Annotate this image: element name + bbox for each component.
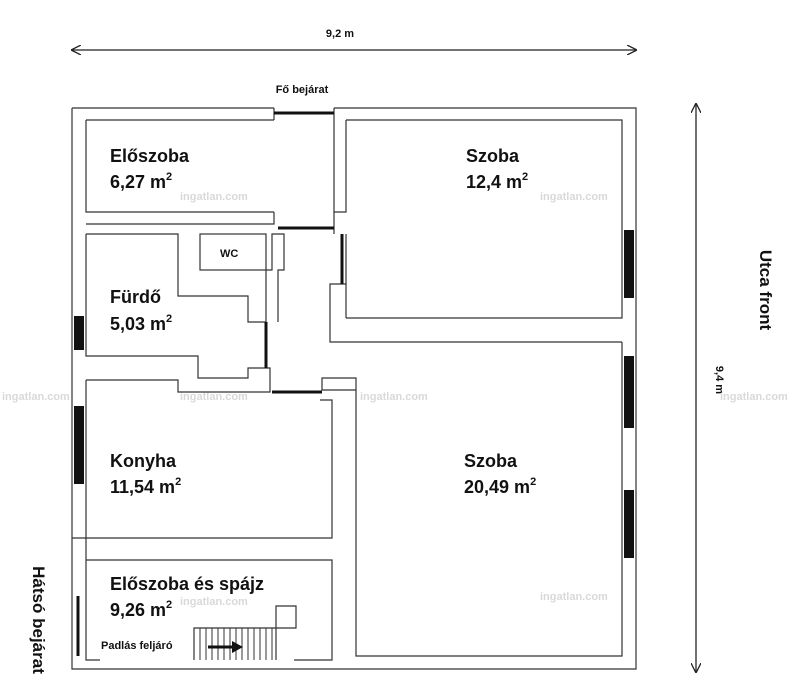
room-name: Fürdő [110, 287, 161, 307]
watermark: ingatlan.com [180, 191, 248, 203]
main-entrance-label: Fő bejárat [276, 84, 329, 96]
room-area: 12,4 m2 [466, 171, 528, 192]
window [624, 356, 634, 428]
watermark: ingatlan.com [720, 391, 788, 403]
window [74, 406, 84, 484]
room-name: WC [220, 248, 238, 260]
watermarks: ingatlan.com ingatlan.com ingatlan.com i… [2, 191, 788, 608]
room-name: Előszoba [110, 146, 190, 166]
room-name: Szoba [466, 146, 520, 166]
window [624, 230, 634, 298]
room-name: Előszoba és spájz [110, 574, 264, 594]
watermark: ingatlan.com [180, 596, 248, 608]
watermark: ingatlan.com [2, 391, 70, 403]
room-name: Konyha [110, 451, 177, 471]
attic-stairs [193, 605, 297, 660]
room-area: 9,26 m2 [110, 599, 172, 620]
window [74, 316, 84, 350]
window [624, 490, 634, 558]
height-dimension-label: 9,4 m [713, 366, 725, 394]
room-area: 5,03 m2 [110, 313, 172, 334]
watermark: ingatlan.com [180, 391, 248, 403]
room-name: Szoba [464, 451, 518, 471]
watermark: ingatlan.com [360, 391, 428, 403]
street-front-label: Utca front [756, 250, 775, 331]
watermark: ingatlan.com [540, 191, 608, 203]
doors [76, 111, 344, 656]
back-entrance-label: Hátsó bejárat [29, 566, 48, 674]
width-dimension-label: 9,2 m [326, 28, 354, 40]
arrow-right-icon [232, 641, 243, 653]
interior-walls [72, 108, 623, 661]
windows [74, 230, 634, 558]
watermark: ingatlan.com [540, 591, 608, 603]
outer-walls [71, 107, 637, 670]
room-area: 6,27 m2 [110, 171, 172, 192]
room-area: 20,49 m2 [464, 476, 536, 497]
stairs-label: Padlás feljáró [101, 640, 173, 652]
room-area: 11,54 m2 [110, 476, 181, 497]
